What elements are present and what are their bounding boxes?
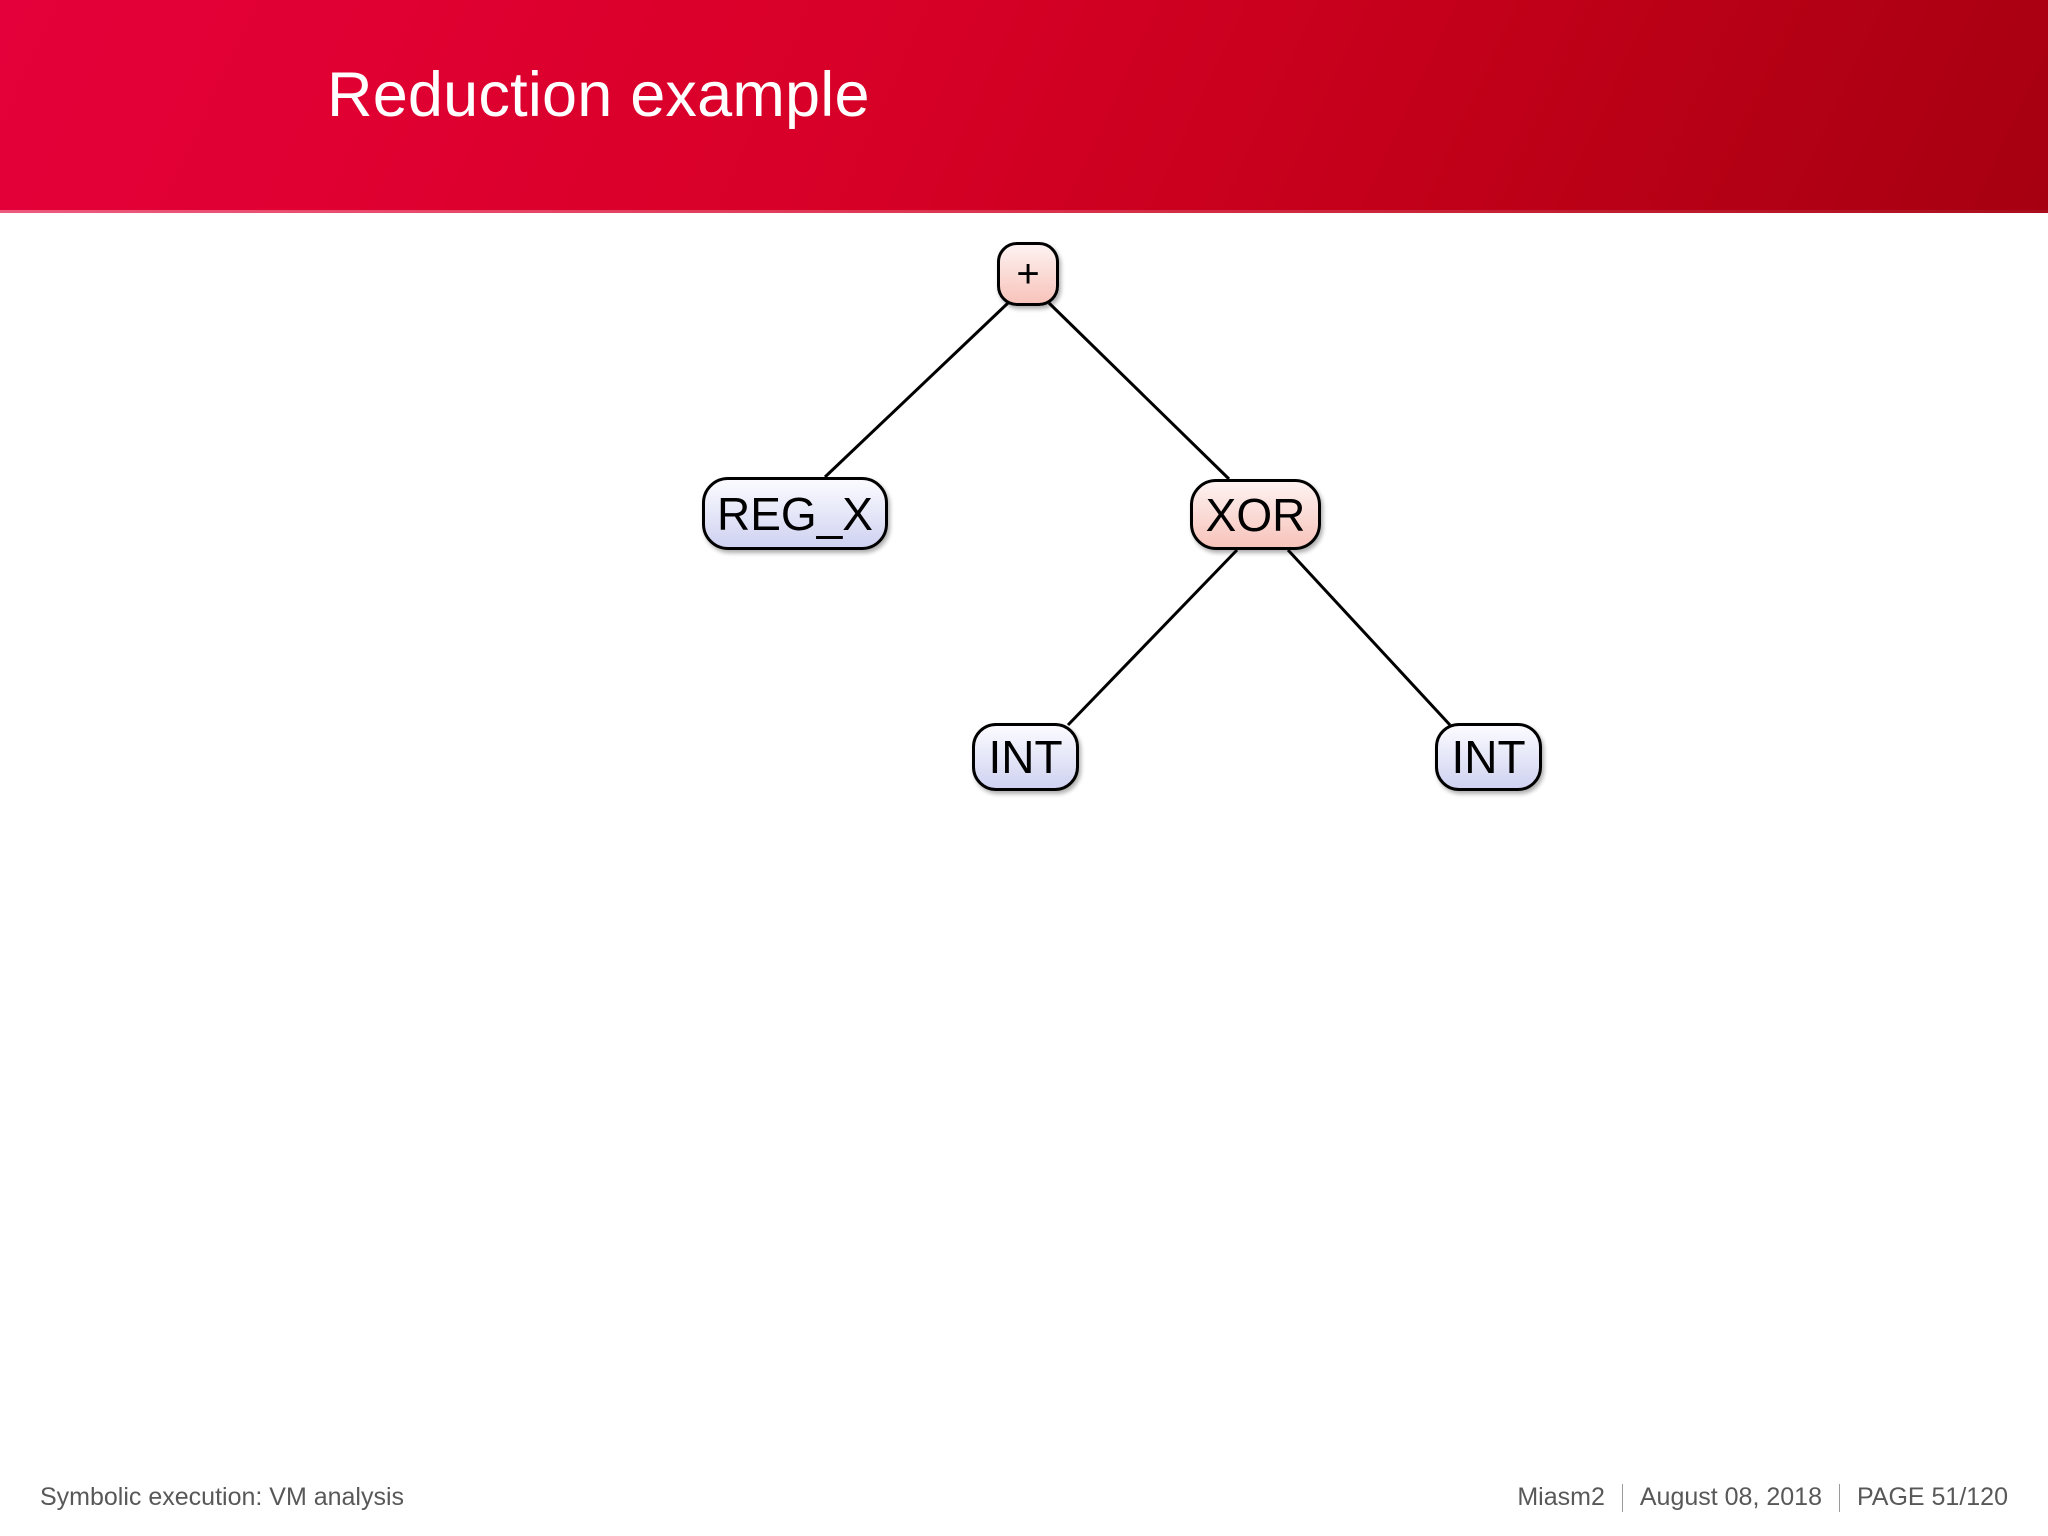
footer-section-title: Symbolic execution: VM analysis bbox=[40, 1483, 405, 1511]
footer-separator bbox=[1838, 1483, 1840, 1512]
footer-date: August 08, 2018 bbox=[1639, 1483, 1822, 1511]
footer-page-number: PAGE 51/120 bbox=[1856, 1483, 2008, 1511]
tree-node-int-left[interactable]: INT bbox=[972, 723, 1079, 791]
tree-node-xor[interactable]: XOR bbox=[1190, 479, 1321, 550]
footer-project: Miasm2 bbox=[1517, 1483, 1605, 1511]
expression-tree-diagram: + REG_X XOR INT INT bbox=[0, 213, 2048, 1463]
tree-edge-layer bbox=[823, 301, 1452, 727]
tree-node-label: REG_X bbox=[717, 487, 873, 540]
tree-node-label: INT bbox=[1451, 731, 1526, 783]
tree-node-label: INT bbox=[988, 731, 1063, 783]
slide-footer: Symbolic execution: VM analysis Miasm2 A… bbox=[0, 1456, 2048, 1536]
edge-plus-to-regx bbox=[823, 301, 1010, 479]
tree-node-label: XOR bbox=[1205, 488, 1306, 541]
edge-plus-to-xor bbox=[1047, 301, 1231, 481]
page-title: Reduction example bbox=[327, 60, 870, 130]
tree-node-plus[interactable]: + bbox=[997, 242, 1059, 306]
tree-node-regx[interactable]: REG_X bbox=[702, 477, 888, 550]
slide-header-band: Reduction example bbox=[0, 0, 2048, 213]
edge-xor-to-int-right bbox=[1286, 548, 1452, 727]
tree-node-int-right[interactable]: INT bbox=[1435, 723, 1542, 791]
tree-node-label: + bbox=[1016, 252, 1040, 296]
footer-meta: Miasm2 August 08, 2018 PAGE 51/120 bbox=[1517, 1483, 2008, 1512]
edge-xor-to-int-left bbox=[1066, 548, 1239, 727]
footer-separator bbox=[1621, 1483, 1623, 1512]
